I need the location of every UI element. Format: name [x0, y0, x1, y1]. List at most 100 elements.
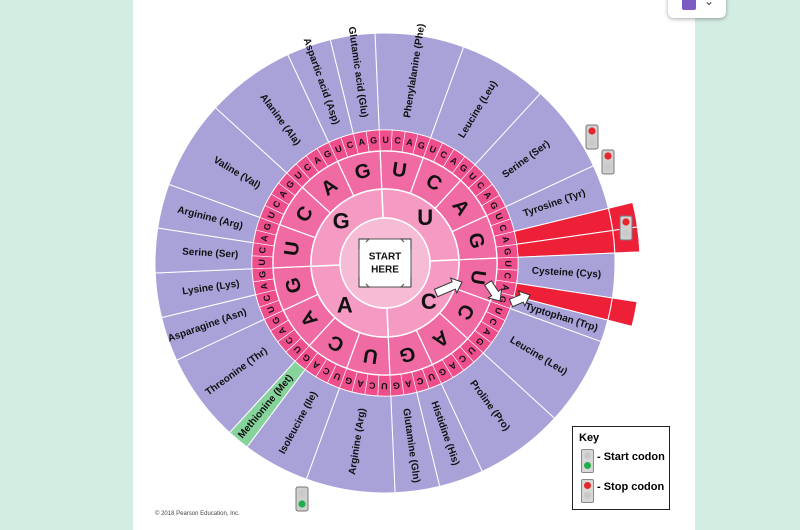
- third-base-letter: C: [345, 139, 355, 151]
- third-base-letter: G: [458, 162, 470, 174]
- reading-arrow-icon: [483, 280, 503, 302]
- third-base-letter: G: [300, 352, 312, 364]
- third-base-letter: U: [293, 170, 305, 182]
- third-base-letter: A: [277, 188, 289, 199]
- third-base-letter: G: [284, 178, 296, 190]
- start-light-icon-top: [298, 489, 306, 497]
- stop-light-icon-bottom: [622, 229, 630, 237]
- third-base-letter: G: [370, 135, 378, 146]
- third-base-letter: G: [474, 336, 486, 348]
- third-base-letter: C: [321, 365, 332, 377]
- third-base-letter: C: [394, 135, 402, 146]
- third-base-letter: G: [488, 200, 500, 211]
- app-icon: [682, 0, 696, 10]
- third-base-letter: A: [356, 378, 365, 389]
- third-base-letter: G: [257, 270, 268, 278]
- third-base-letter: C: [497, 223, 509, 233]
- second-base-letter: U: [466, 268, 490, 286]
- third-base-letter: C: [502, 272, 513, 280]
- stop-light-icon-top: [622, 218, 630, 226]
- reading-arrow-icon: [433, 277, 463, 298]
- third-base-letter: G: [502, 248, 513, 256]
- third-base-letter: C: [475, 180, 487, 192]
- third-base-letter: G: [262, 222, 274, 232]
- legend-key: Key - Start codon - Stop codon: [572, 426, 670, 510]
- third-base-letter: C: [415, 375, 425, 387]
- stop-light-icon-top: [588, 127, 596, 135]
- third-base-letter: U: [467, 171, 479, 183]
- third-base-letter: U: [381, 381, 388, 391]
- third-base-letter: U: [257, 259, 267, 266]
- toolbar-menu-button[interactable]: ⌄: [668, 0, 726, 18]
- third-base-letter: U: [493, 306, 505, 316]
- stop-light-icon-top: [604, 152, 612, 160]
- first-base-letter: C: [421, 289, 437, 314]
- third-base-letter: C: [302, 161, 314, 173]
- third-base-letter: G: [437, 366, 448, 378]
- third-base-letter: G: [497, 295, 509, 305]
- second-base-letter: U: [280, 240, 304, 258]
- corner-arrow-icon: [358, 277, 371, 288]
- stop-codon-light-icon: [581, 479, 594, 503]
- third-base-letter: A: [500, 283, 511, 292]
- legend-stop-codon: - Stop codon: [581, 479, 664, 503]
- start-here-line1: START: [369, 252, 402, 263]
- third-base-letter: U: [266, 210, 278, 220]
- corner-arrow-icon: [399, 238, 412, 249]
- start-here-line2: HERE: [371, 265, 399, 276]
- start-codon-light-icon: [581, 449, 594, 473]
- third-base-letter: C: [457, 353, 469, 365]
- second-base-letter: G: [353, 159, 373, 184]
- stop-light-icon-bottom: [604, 163, 612, 171]
- corner-arrow-icon: [399, 277, 412, 288]
- third-base-letter: C: [368, 380, 376, 391]
- third-base-letter: A: [448, 155, 459, 167]
- third-base-letter: U: [332, 371, 342, 383]
- second-base-letter: G: [397, 341, 417, 366]
- third-base-letter: U: [427, 371, 437, 383]
- third-base-letter: A: [500, 235, 511, 244]
- legend-title: Key: [579, 432, 600, 444]
- third-base-letter: C: [283, 335, 295, 347]
- third-base-letter: G: [392, 380, 400, 391]
- amino-acid-label: Cysteine (Cys): [531, 266, 601, 281]
- third-base-letter: A: [405, 137, 414, 148]
- reading-arrow-icon: [508, 290, 531, 308]
- stop-light-icon-bottom: [588, 138, 596, 146]
- third-base-letter: A: [357, 136, 366, 147]
- second-base-letter: U: [390, 158, 408, 182]
- third-base-letter: C: [261, 293, 273, 303]
- amino-acid-label: Serine (Ser): [182, 247, 239, 261]
- third-base-letter: U: [382, 135, 389, 145]
- third-base-letter: A: [312, 154, 323, 166]
- third-base-letter: U: [428, 144, 438, 156]
- third-base-letter: C: [257, 246, 268, 254]
- third-base-letter: A: [447, 360, 458, 372]
- first-base-letter: U: [417, 205, 433, 230]
- third-base-letter: U: [292, 344, 304, 356]
- legend-start-label: - Start codon: [597, 451, 665, 463]
- legend-stop-label: - Stop codon: [597, 481, 665, 493]
- third-base-letter: C: [438, 149, 449, 161]
- third-base-letter: U: [493, 212, 505, 222]
- second-base-letter: G: [463, 231, 488, 251]
- third-base-letter: A: [481, 326, 493, 337]
- third-base-letter: G: [344, 375, 354, 387]
- third-base-letter: A: [404, 378, 413, 389]
- third-base-letter: A: [482, 190, 494, 201]
- third-base-letter: G: [322, 148, 333, 160]
- third-base-letter: U: [334, 143, 344, 155]
- third-base-letter: U: [503, 260, 513, 267]
- third-base-letter: G: [270, 315, 282, 326]
- first-base-letter: A: [337, 293, 353, 318]
- third-base-letter: U: [466, 345, 478, 357]
- second-base-letter: G: [281, 275, 306, 295]
- third-base-letter: G: [417, 140, 427, 152]
- third-base-letter: A: [276, 325, 288, 336]
- start-here-box: [358, 238, 412, 288]
- legend-start-codon: - Start codon: [581, 449, 665, 473]
- third-base-letter: C: [487, 316, 499, 327]
- second-base-letter: U: [362, 344, 380, 368]
- third-base-letter: A: [259, 234, 270, 243]
